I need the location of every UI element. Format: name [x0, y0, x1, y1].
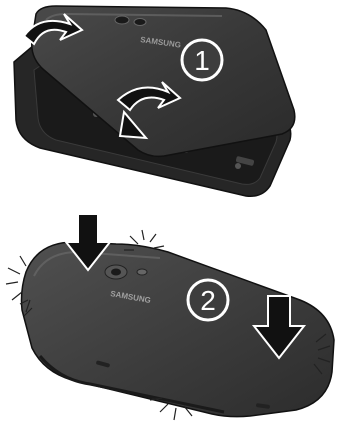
step-1-badge: 1	[182, 40, 222, 80]
flash	[137, 269, 147, 275]
step-2-badge: 2	[188, 280, 228, 320]
flash-hole	[134, 19, 146, 26]
screw	[235, 163, 241, 169]
step-1: SAMSUNG 1	[14, 6, 295, 196]
step-1-number: 1	[194, 45, 210, 76]
step-2: SAMSUNG 2	[6, 214, 334, 420]
step-2-number: 2	[200, 285, 216, 316]
camera-hole	[115, 16, 129, 24]
